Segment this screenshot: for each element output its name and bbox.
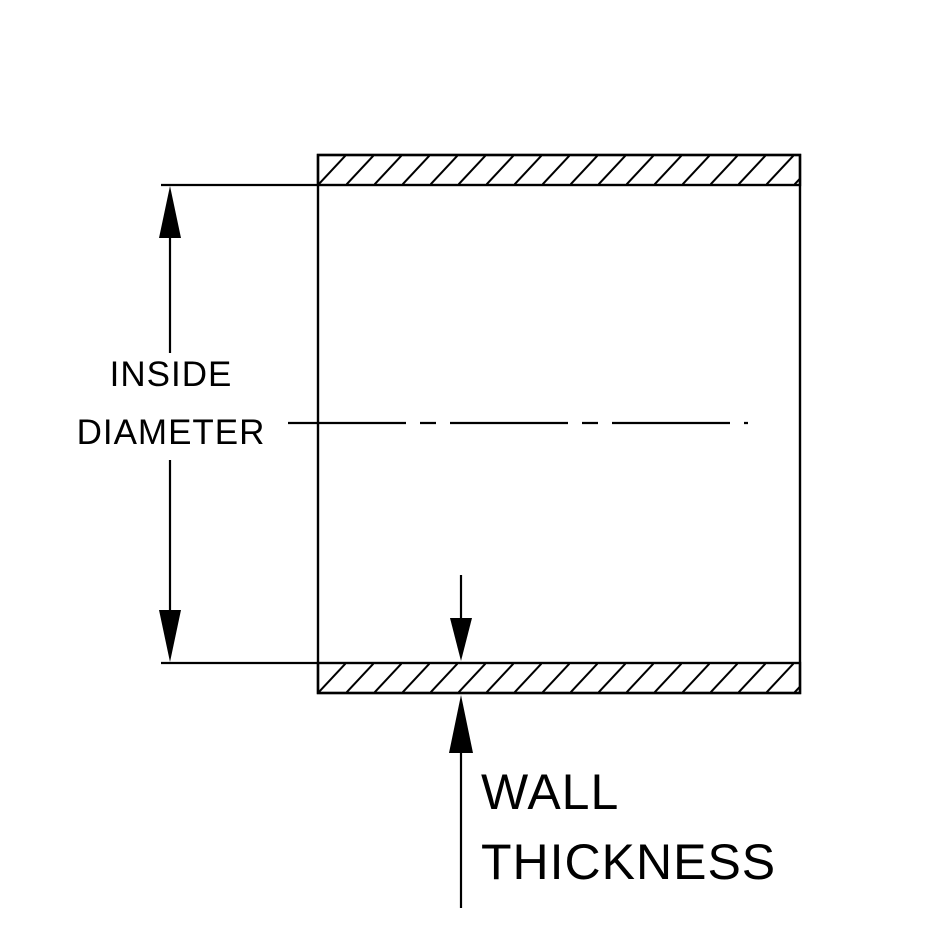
wall-thickness-label-line1: WALL [481, 764, 620, 820]
inside-diameter-label-line2: DIAMETER [76, 413, 266, 452]
top-wall-section [316, 153, 802, 187]
bottom-wall-section [316, 661, 802, 695]
bottom-wall-hatch [316, 661, 802, 695]
wall-thickness-arrow-up [449, 695, 473, 753]
inside-diameter-arrow-down [159, 610, 181, 662]
inside-diameter-arrow-up [159, 186, 181, 238]
wall-thickness-label: WALL THICKNESS [481, 757, 776, 897]
top-wall-hatch [316, 153, 802, 187]
inside-diameter-label-line1: INSIDE [109, 355, 233, 394]
wall-thickness-arrow-down [450, 618, 472, 661]
inside-diameter-label: INSIDE DIAMETER [77, 346, 266, 462]
wall-thickness-label-line2: THICKNESS [481, 834, 777, 890]
